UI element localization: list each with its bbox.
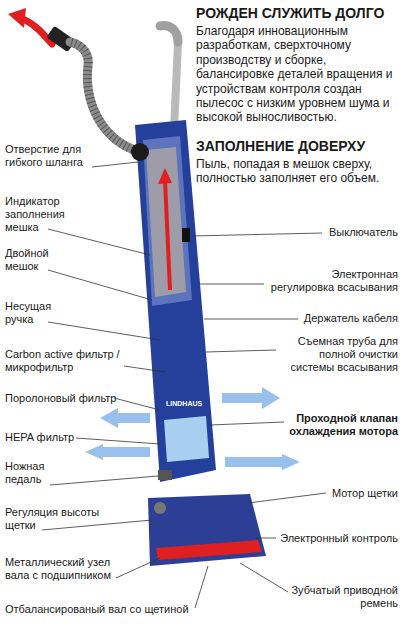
cooling-arrow (85, 444, 150, 460)
hose-port (131, 143, 149, 161)
leader-line (240, 563, 288, 592)
leader-line (124, 366, 165, 372)
leader-line (204, 319, 298, 320)
leader-line (200, 284, 264, 285)
part-label: Поролоновый фильтр (5, 392, 130, 405)
leader-line (50, 476, 158, 485)
flexible-hose (70, 42, 140, 152)
air-arrow (20, 18, 52, 44)
part-label: HEPA фильтр (5, 431, 105, 444)
hose-ribs (70, 42, 140, 152)
leader-line (210, 422, 284, 425)
leader-line (48, 322, 160, 340)
part-label: Отверстие для гибкого шланга (5, 143, 100, 169)
leader-line (116, 558, 160, 578)
dust-bag (146, 147, 186, 297)
part-label: Несущая ручка (5, 300, 65, 326)
brand-mark: LINDHAUS (166, 400, 210, 408)
part-label: Мотор щетки (278, 487, 398, 500)
handle-tube (174, 42, 178, 130)
part-label: Регуляция высоты щетки (5, 506, 110, 532)
foot-pedal (158, 470, 172, 480)
part-label: Проходной клапан охлаждения мотора (266, 412, 398, 438)
cooling-arrow (225, 454, 300, 470)
part-label: Металлический узел вала с подшипником (5, 556, 130, 582)
leader-line (256, 538, 276, 539)
part-label: Электронный контроль (268, 532, 398, 545)
brush-roller (156, 540, 262, 560)
part-label: Отбалансированый вал со щетиной (5, 603, 205, 616)
air-arrow-head (8, 8, 26, 28)
leader-line (48, 229, 150, 255)
handle-grip (160, 26, 178, 42)
info-text: Пыль, попадая в мешок сверху, полностью … (196, 157, 398, 186)
leader-line (76, 438, 160, 444)
leader-line (114, 398, 160, 410)
control-panel (164, 416, 209, 462)
part-label: Carbon active фильтр / микрофильтр (5, 348, 123, 374)
part-label: Электронная регулировка всасывания (268, 268, 398, 294)
part-label: Двойной мешок (5, 247, 65, 273)
leader-line (195, 566, 208, 608)
leader-line (48, 270, 152, 300)
bag-window (143, 136, 192, 306)
leader-line (206, 350, 276, 352)
part-label: Держатель кабеля (278, 312, 398, 325)
part-label: Зубчатый приводной ремень (283, 584, 398, 610)
leader-line (192, 233, 322, 236)
leader-line (42, 520, 152, 530)
part-label: Индикатор заполнения мешка (5, 195, 75, 235)
air-flow-head (158, 168, 172, 184)
air-flow (165, 180, 170, 290)
part-label: Ножная педаль (5, 460, 60, 486)
info-text: РОЖДЕН СЛУЖИТЬ ДОЛГО (196, 5, 400, 22)
switch (182, 228, 190, 242)
part-label: Выключатель (278, 226, 398, 239)
leader-line (248, 493, 326, 503)
cooling-arrow (100, 408, 150, 428)
part-label: Съемная труба для полной очистки системы… (278, 335, 398, 375)
leader-line (92, 162, 138, 167)
info-text: ЗАПОЛНЕНИЕ ДОВЕРХУ (196, 138, 400, 155)
brush-head (148, 494, 266, 566)
info-text: Благодаря инновационным разработкам, све… (196, 24, 398, 125)
wheel (154, 502, 166, 514)
cooling-arrow (222, 387, 280, 409)
